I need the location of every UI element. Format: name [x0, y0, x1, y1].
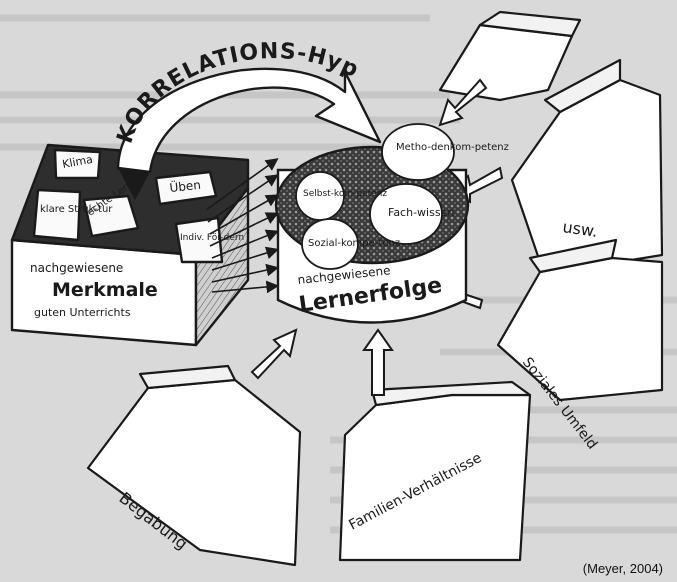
factor-box-umfeld	[496, 256, 664, 402]
merkmale-box	[10, 143, 250, 347]
puzzle-label-struktur: klare Struk-tur	[40, 204, 113, 215]
puzzle-piece-struktur	[32, 188, 82, 242]
competence-selbst: Selbst-kom-petenz	[303, 189, 387, 199]
correlation-arc-arrow	[116, 67, 382, 200]
factor-box-begabung	[86, 378, 302, 567]
cylinder	[274, 123, 470, 324]
puzzle-piece-ueben	[154, 170, 218, 206]
puzzle-piece-foerdern	[174, 216, 224, 264]
factor-fan	[86, 10, 664, 567]
factor-label-usw: usw.	[561, 217, 598, 241]
citation-caption: (Meyer, 2004)	[582, 561, 663, 576]
factor-box-top	[438, 23, 574, 102]
competence-fachwissen: Fach-wissen	[388, 206, 454, 219]
arrow-from-familien	[362, 328, 394, 396]
arrow-from-top	[438, 78, 488, 127]
competence-methoden: Metho-denkom-petenz	[396, 142, 509, 153]
puzzle-label-ueben: Üben	[169, 176, 202, 195]
arrow-from-begabung	[250, 328, 298, 380]
merkmale-line1: nachgewiesene	[30, 261, 123, 275]
puzzle-piece-klima	[53, 148, 102, 180]
correlation-arrows	[205, 158, 280, 294]
puzzle-label-klima: Klima	[61, 153, 94, 171]
puzzle-label-foerdern: Indiv. För-dern	[180, 233, 244, 243]
puzzle-piece-lernzeit	[82, 194, 140, 238]
merkmale-line3: guten Unterrichts	[34, 306, 131, 319]
competence-sozial: Sozial-kompe-tenz	[308, 238, 400, 249]
merkmale-line2: Merkmale	[52, 279, 158, 301]
